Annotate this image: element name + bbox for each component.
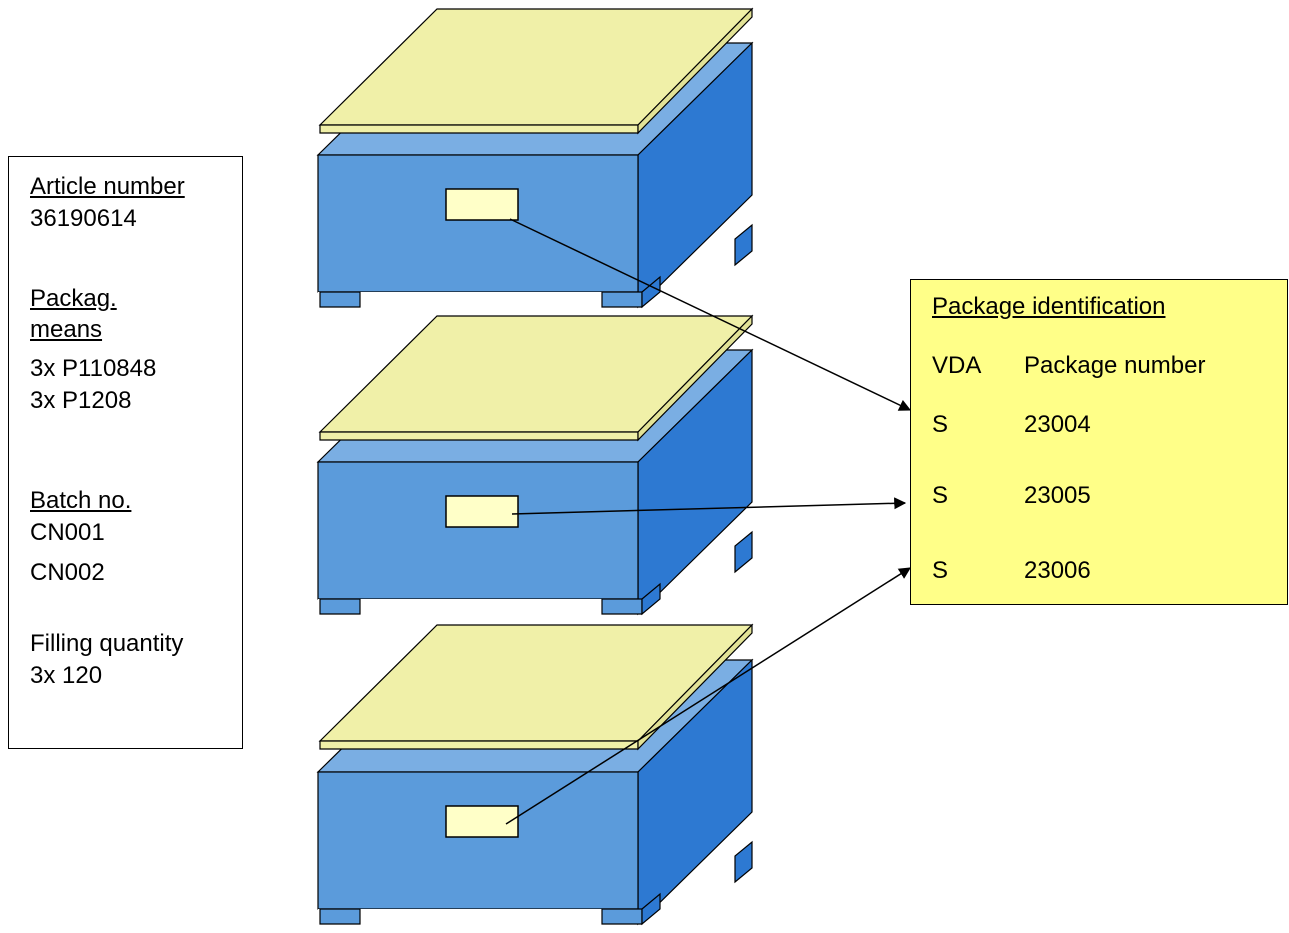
packag-means-label-1: Packag. <box>30 285 117 312</box>
batch-no-value-1: CN001 <box>30 519 105 546</box>
crate-2 <box>317 315 753 615</box>
packag-means-label-2: means <box>30 316 103 343</box>
package-identification-box <box>910 279 1288 605</box>
package-row-2-vda: S <box>932 482 949 509</box>
crate-1 <box>317 8 753 308</box>
arrow-3 <box>505 567 912 825</box>
vda-column-header: VDA <box>932 352 982 379</box>
crate-3 <box>317 624 753 925</box>
arrow-2 <box>511 497 907 515</box>
package-row-1-vda: S <box>932 411 949 438</box>
batch-no-value-2: CN002 <box>30 559 105 586</box>
packag-means-value-1: 3x P110848 <box>30 355 157 382</box>
package-identification-title: Package identification <box>932 293 1166 320</box>
package-row-3-vda: S <box>932 557 949 584</box>
package-number-column-header: Package number <box>1024 352 1206 379</box>
packag-means-value-2: 3x P1208 <box>30 387 132 414</box>
package-row-3-number: 23006 <box>1024 557 1091 584</box>
filling-quantity-label: Filling quantity <box>30 630 184 657</box>
package-row-2-number: 23005 <box>1024 482 1091 509</box>
article-number-label: Article number <box>30 173 185 200</box>
arrow-1 <box>509 218 912 411</box>
filling-quantity-value: 3x 120 <box>30 662 103 689</box>
article-number-value: 36190614 <box>30 205 137 232</box>
package-row-1-number: 23004 <box>1024 411 1091 438</box>
batch-no-label: Batch no. <box>30 487 132 514</box>
article-info-box <box>8 156 243 749</box>
